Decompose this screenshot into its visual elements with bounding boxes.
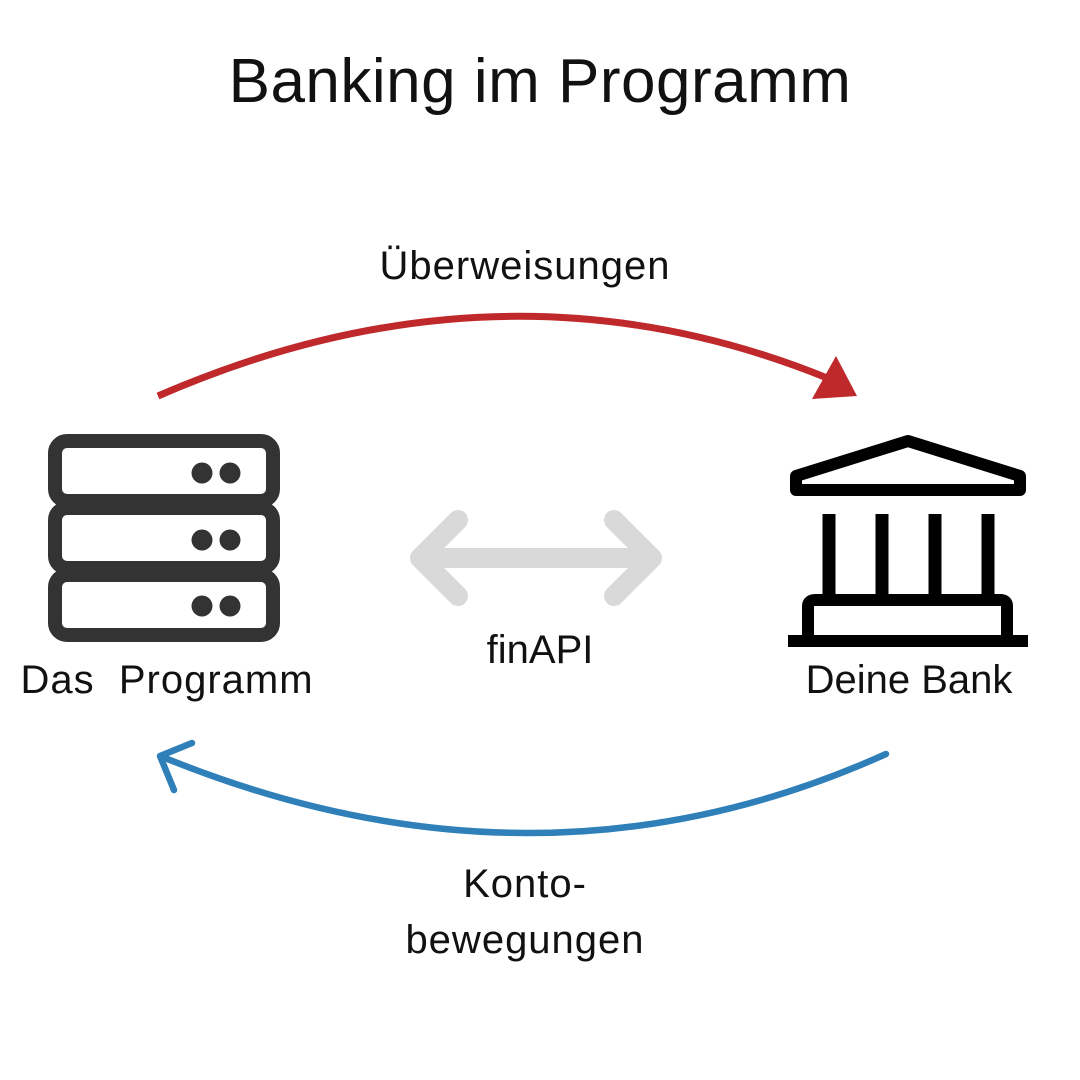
server-led xyxy=(191,529,213,551)
arrow-finapi-right-head xyxy=(604,510,662,606)
arrow-ueberweisungen-head xyxy=(812,356,857,399)
bank-roof xyxy=(790,435,1026,496)
arrow-ueberweisungen-line xyxy=(156,312,834,400)
node-label-programm: Das Programm xyxy=(20,658,314,702)
server-led xyxy=(219,595,241,617)
edge-label-kontobewegungen: Konto- bewegungen xyxy=(360,856,690,968)
edge-label-ueberweisungen: Überweisungen xyxy=(379,244,671,288)
bank-base xyxy=(802,594,1013,640)
node-label-bank: Deine Bank xyxy=(805,658,1013,702)
diagram-title: Banking im Programm xyxy=(228,47,852,116)
server-led xyxy=(191,595,213,617)
server-led xyxy=(219,529,241,551)
arrow-kontobewegungen-head xyxy=(156,739,196,794)
server-led xyxy=(219,462,241,484)
arrow-kontobewegungen-line xyxy=(161,750,890,837)
edge-label-kontobewegungen-line2: bewegungen xyxy=(405,918,645,962)
edge-label-kontobewegungen-line1: Konto- xyxy=(463,862,587,906)
arrow-finapi-left-head xyxy=(410,510,468,606)
server-led xyxy=(191,462,213,484)
edge-label-finapi: finAPI xyxy=(486,628,594,672)
server-rack-3 xyxy=(48,568,280,642)
